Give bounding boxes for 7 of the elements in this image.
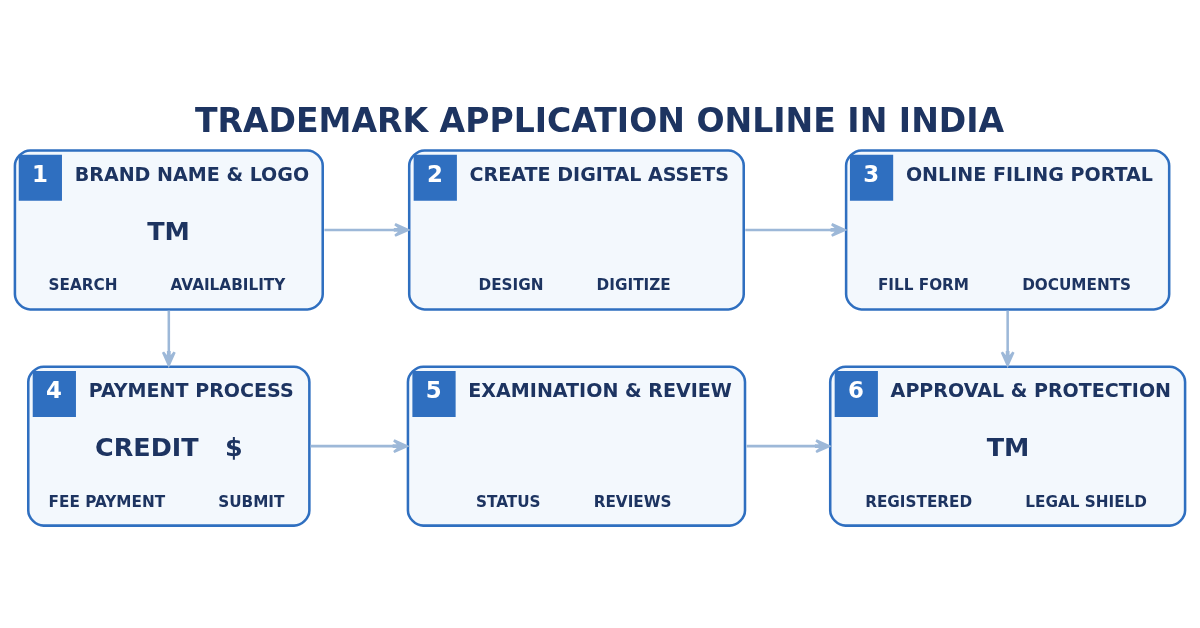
arrow — [746, 438, 831, 453]
arrow — [310, 438, 408, 453]
arrow — [745, 222, 846, 237]
arrow — [161, 310, 176, 366]
arrow — [324, 222, 410, 237]
arrow — [1000, 310, 1015, 366]
diagram-title: TRADEMARK APPLICATION ONLINE IN INDIA — [194, 100, 1005, 140]
